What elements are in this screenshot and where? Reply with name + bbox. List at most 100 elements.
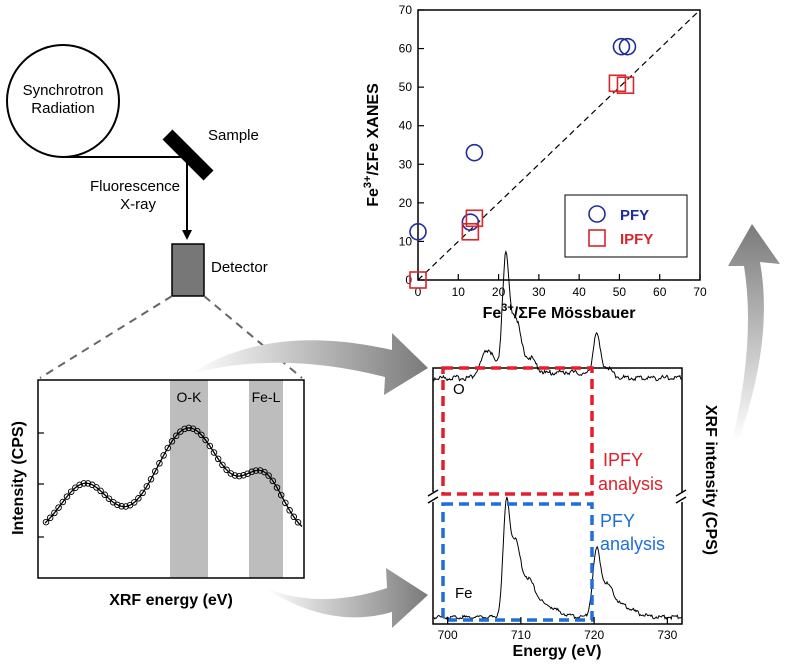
xrf-spectrum-panel: O-K Fe-L Intensity (CPS) XRF energy (eV): [10, 379, 305, 609]
legend-frame: [564, 194, 688, 258]
pfy-point: [612, 37, 631, 56]
scatter-plot-frame: [417, 9, 701, 281]
xrf-sample-point: [55, 504, 62, 511]
xrf-sample-point: [193, 427, 201, 435]
o-spectrum-label: O: [453, 381, 465, 398]
xrf-sample-point: [185, 424, 193, 432]
xrf-sample-point: [130, 499, 138, 506]
xrf-sample-point: [223, 466, 230, 474]
xrf-sample-point: [198, 431, 205, 439]
detector-label: Detector: [211, 259, 268, 276]
scatter-y-tick-label: 0: [405, 273, 412, 287]
arrow-to-o-spectrum: [190, 333, 428, 395]
pfy-point: [409, 222, 427, 241]
xrf-sample-point: [46, 514, 54, 522]
o-k-band: [170, 380, 208, 578]
xrf-sample-point: [214, 455, 222, 463]
xrf-sample-point: [122, 503, 130, 510]
xrf-sample-point: [227, 470, 235, 477]
xrf-sample-point: [256, 467, 264, 474]
scatter-x-axis-label: Fe3+/ΣFe Mössbauer: [483, 302, 636, 322]
scatter-y-tick-label: 40: [399, 119, 413, 133]
legend-ipfy-label: IPFY: [620, 231, 653, 248]
xrf-sample-point: [160, 452, 167, 459]
scatter-y-tick-label: 60: [399, 42, 413, 56]
xrf-sample-point: [156, 460, 163, 467]
xrf-sample-point: [277, 491, 285, 499]
scatter-x-tick-label: 10: [452, 285, 466, 299]
scatter-x-label-main: Fe: [483, 305, 502, 322]
xrf-sample-point: [105, 495, 113, 502]
scatter-y-tick-label: 20: [399, 196, 413, 210]
legend-pfy-label: PFY: [620, 207, 649, 224]
xrf-sample-point: [118, 503, 125, 510]
ipfy-analysis-label-line1: IPFY: [603, 450, 643, 470]
fluorescence-label-line2: X-ray: [120, 196, 156, 213]
ipfy-point: [465, 209, 484, 228]
xrf-sample-point: [42, 518, 50, 526]
xrf-sample-point: [63, 493, 71, 500]
xrf-sample-point: [143, 483, 151, 490]
xanes-x-tick-label: 720: [584, 628, 604, 642]
xrf-sample-point: [231, 472, 239, 479]
xrf-sample-point: [97, 487, 104, 495]
pfy-point: [618, 37, 637, 56]
xrf-sample-point: [168, 438, 176, 445]
xrf-sample-point: [114, 501, 121, 509]
xrf-sample-point: [286, 507, 293, 514]
xrf-sample-point: [294, 519, 302, 526]
scatter-legend: PFY IPFY: [564, 194, 688, 258]
pfy-point: [461, 213, 480, 231]
xrf-sample-point: [282, 499, 289, 507]
scatter-y-tick-label: 70: [399, 3, 413, 17]
xrf-sample-point: [164, 444, 172, 452]
axis-break-marks: [427, 489, 687, 504]
xrf-sample-point: [269, 477, 277, 485]
xrf-sample-point: [252, 467, 260, 474]
xrf-sample-point: [202, 436, 209, 444]
xanes-x-axis-label: Energy (eV): [513, 643, 602, 660]
xrf-sample-point: [206, 442, 214, 450]
scatter-y-label-main: Fe: [365, 188, 382, 207]
xrf-sample-point: [235, 472, 243, 480]
xanes-x-tick-label: 700: [438, 628, 458, 642]
axis-break-right-gap: [676, 492, 687, 502]
xrf-sample-point: [59, 498, 67, 506]
scatter-x-tick-label: 70: [693, 285, 707, 299]
ipfy-analysis-label-line2: analysis: [598, 474, 663, 494]
axis-break-left-gap: [428, 492, 439, 502]
xrf-sample-point: [172, 432, 180, 440]
xrf-x-axis-label: XRF energy (eV): [109, 592, 233, 609]
zoom-line-left: [39, 295, 173, 379]
xrf-sample-point: [151, 468, 159, 475]
legend-ipfy-marker: [588, 229, 606, 247]
scatter-x-label-rest: /ΣFe Mössbauer: [514, 305, 636, 322]
scatter-x-tick-label: 30: [532, 285, 546, 299]
fe-l-band-label: Fe-L: [252, 389, 281, 405]
xrf-sample-point: [240, 472, 247, 479]
xrf-sample-point: [248, 468, 256, 476]
xrf-sample-point: [290, 513, 298, 521]
scatter-x-tick-label: 20: [492, 285, 506, 299]
xrf-sample-point: [76, 481, 83, 489]
xrf-sample-point: [101, 491, 109, 499]
pfy-analysis-box: [441, 502, 594, 622]
pfy-analysis-label-line2: analysis: [600, 534, 665, 554]
xrf-sample-point: [80, 480, 88, 487]
fe-spectrum-curve: [432, 496, 682, 621]
zoom-line-right: [203, 295, 303, 379]
fluorescence-label-line1: Fluorescence: [90, 178, 180, 195]
fluorescence-arrowhead: [182, 230, 192, 240]
xrf-sample-point: [219, 461, 226, 469]
xrf-sample-point: [261, 468, 268, 476]
one-to-one-reference-line: [417, 9, 701, 281]
xrf-sample-point: [265, 472, 272, 479]
scatter-y-label-sup: 3+: [362, 176, 374, 189]
xrf-sample-point: [139, 489, 146, 497]
xrf-sample-point: [135, 495, 142, 502]
xrf-sample-point: [147, 475, 155, 483]
fe-l-band: [249, 380, 283, 578]
legend-pfy-marker: [588, 205, 606, 223]
